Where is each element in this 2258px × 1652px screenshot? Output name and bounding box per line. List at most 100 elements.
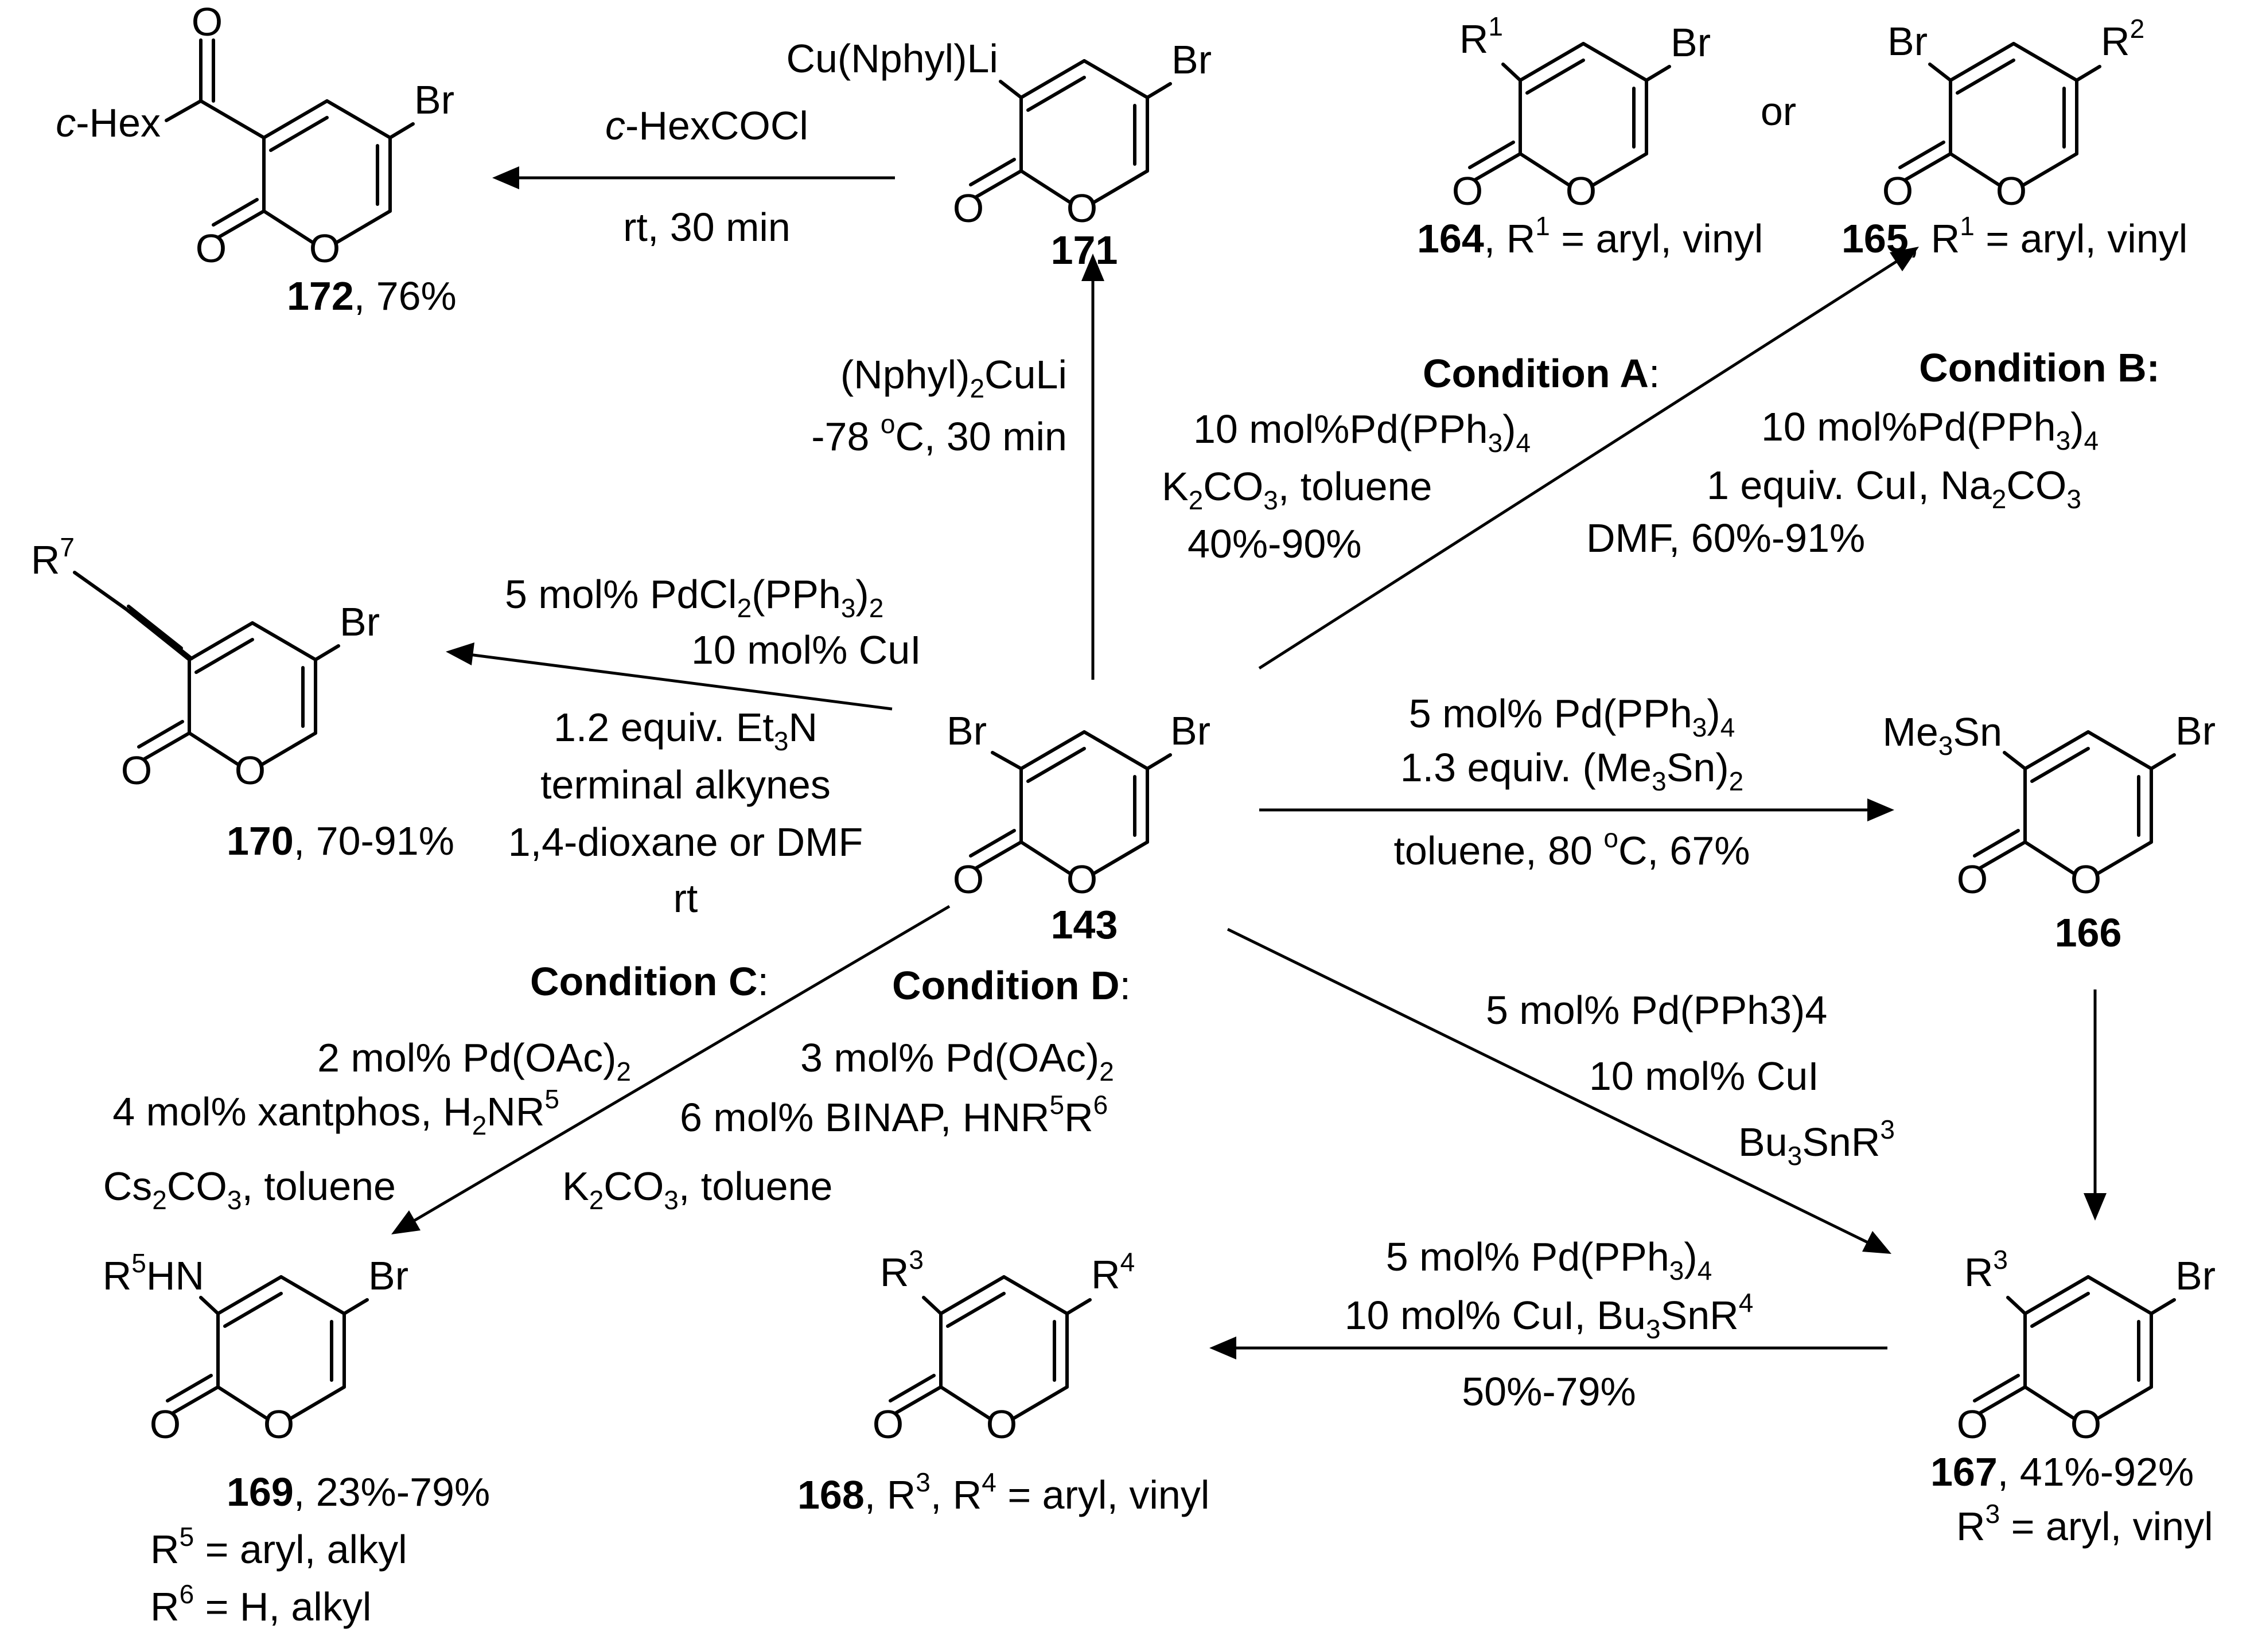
bromine-5: Br [1671,20,1711,65]
arrow-166-to-167 [2084,989,2107,1221]
label-169: 169, 23%-79% [227,1470,490,1514]
carbonyl-oxygen: O [121,748,152,793]
carbonyl-oxygen: O [1957,857,1988,902]
carbonyl-oxygen: O [150,1402,181,1447]
condition-c-label: Condition C: [530,959,769,1004]
condition-b-catalyst: 10 mol%Pd(PPh3)4 [1761,404,2099,455]
label-172: 172, 76% [287,274,457,318]
compound-143: O O Br Br [947,708,1210,902]
label-166: 166 [2055,910,2122,955]
label-169-r5: R5 = aryl, alkyl [150,1522,407,1572]
bromine-5: Br [340,599,380,644]
reagent-alkynes: terminal alkynes [540,762,831,807]
cyclohexyl-group: c-Hex [56,100,161,145]
condition-c-base: Cs2CO3, toluene [103,1164,396,1215]
reagent-cui-stille: 10 mol% CuI [1589,1054,1819,1098]
condition-rt: rt [673,876,698,921]
label-168: 168, R3, R4 = aryl, vinyl [797,1467,1209,1517]
reagent-pd-pph3-4-stille: 5 mol% Pd(PPh3)4 [1486,988,1827,1032]
bromine-5: Br [1171,37,1212,82]
condition-a-yield: 40%-90% [1188,521,1362,566]
condition-a-label: Condition A: [1423,351,1660,396]
condition-a-base: K2CO3, toluene [1162,464,1432,515]
condition-toluene-80: toluene, 80 oC, 67% [1393,823,1750,873]
condition-d-catalyst: 3 mol% Pd(OAc)2 [800,1035,1114,1086]
arrow-143-to-164-165 [1258,247,1919,670]
compound-166: O O Me3Sn Br [1883,708,2216,902]
compound-165: O O Br R2 [1882,14,2144,213]
label-169-r6: R6 = H, alkyl [150,1579,371,1629]
condition-d-ligand-amine: 6 mol% BINAP, HNR5R6 [680,1090,1108,1140]
substituent-r3: R3 [1964,1245,2008,1295]
ring-oxygen: O [1566,169,1597,213]
condition-a-catalyst: 10 mol%Pd(PPh3)4 [1193,407,1531,458]
arrow-143-to-170 [446,642,893,711]
or-label: or [1761,89,1796,134]
ring-oxygen: O [1066,857,1097,902]
condition-c-catalyst: 2 mol% Pd(OAc)2 [317,1035,631,1086]
substituent-r2: R2 [2101,14,2144,64]
ketone-oxygen: O [192,0,223,44]
reagent-et3n: 1.2 equiv. Et3N [554,705,817,756]
arrow-143-to-169 [391,905,951,1234]
label-167: 167, 41%-92% [1930,1450,2194,1494]
compound-169: O O R5HN Br [103,1248,408,1447]
bromine-5: Br [368,1253,408,1298]
label-143: 143 [1051,902,1118,947]
cuprate-substituent: Cu(Nphyl)Li [786,36,998,81]
reagent-pd-pph3-4: 5 mol% Pd(PPh3)4 [1409,691,1735,742]
ring-oxygen: O [263,1402,294,1447]
substituent-r3: R3 [880,1245,924,1295]
condition-b-label: Condition B: [1919,345,2160,390]
condition-rt-30min: rt, 30 min [623,205,791,250]
ring-oxygen: O [1996,169,2027,213]
ring-oxygen: O [2070,1402,2101,1447]
ring-oxygen: O [235,748,266,793]
bromine-5: Br [414,77,454,122]
reagent-hexcocl: c-HexCOCl [605,103,808,148]
arrow-171-to-172 [492,166,895,189]
ring-oxygen: O [1066,186,1097,231]
trimethylstannyl-group: Me3Sn [1883,710,2002,761]
compound-168: O O R3 R4 [873,1245,1135,1447]
substituent-r1: R1 [1459,11,1503,61]
arrow-143-to-166 [1259,798,1894,821]
compound-172: O O O c-Hex Br [56,0,454,271]
compound-167: O O R3 Br [1957,1245,2216,1447]
solvent-dioxane-dmf: 1,4-dioxane or DMF [508,820,863,864]
carbonyl-oxygen: O [953,857,984,902]
condition-yield-50-79: 50%-79% [1462,1369,1636,1414]
substituent-r4: R4 [1091,1247,1135,1297]
label-164: 164, R1 = aryl, vinyl [1417,211,1763,261]
ring-oxygen: O [2070,857,2101,902]
bromine-5: Br [1170,708,1210,753]
bromine-3: Br [1887,19,1928,64]
carbonyl-oxygen: O [1882,169,1913,213]
carbonyl-oxygen: O [873,1402,904,1447]
label-171: 171 [1051,228,1118,272]
condition-b-yield: DMF, 60%-91% [1586,516,1865,560]
reagent-pd-pph3-4-second: 5 mol% Pd(PPh3)4 [1386,1234,1712,1285]
arrow-167-to-168 [1209,1337,1887,1359]
condition-minus78: -78 oC, 30 min [811,409,1067,459]
carbonyl-oxygen: O [1957,1402,1988,1447]
compound-170: O O R7 Br [31,532,380,793]
carbonyl-oxygen: O [196,226,227,271]
label-165: 165, R1 = aryl, vinyl [1842,211,2187,261]
condition-c-ligand-amine: 4 mol% xantphos, H2NR5 [112,1084,559,1140]
reagent-cui: 10 mol% CuI [691,628,921,672]
carbonyl-oxygen: O [953,186,984,231]
reagent-nphyl-cuprate: (Nphyl)2CuLi [840,352,1067,403]
bromine-3: Br [947,708,987,753]
ring-oxygen: O [986,1402,1017,1447]
compound-164: O O R1 Br [1452,11,1711,213]
bromine-5: Br [2175,708,2216,753]
bromine-5: Br [2175,1253,2216,1298]
condition-d-base: K2CO3, toluene [562,1164,832,1215]
reagent-me3sn2: 1.3 equiv. (Me3Sn)2 [1400,745,1743,796]
carbonyl-oxygen: O [1452,169,1483,213]
substituent-r7: R7 [31,532,75,582]
arrow-143-to-171 [1081,254,1104,680]
reagent-bu3snr3: Bu3SnR3 [1738,1115,1895,1171]
